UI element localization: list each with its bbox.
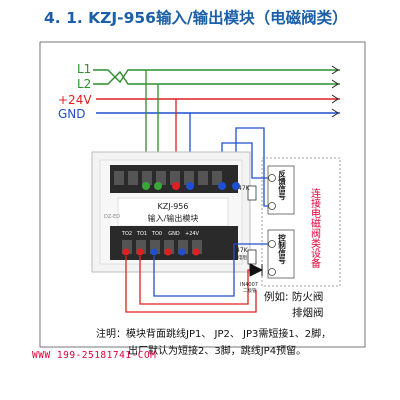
module-name: 输入/输出模块 — [148, 213, 199, 223]
l2-wire — [93, 70, 340, 85]
l1-label: L1 — [77, 62, 91, 76]
resistor-bottom — [247, 249, 257, 265]
diode-sublabel: 二极管 — [243, 287, 257, 294]
l1-wire — [93, 69, 340, 84]
top-terminal-screws — [142, 182, 240, 190]
terminal-label: GND — [168, 231, 180, 237]
terminal-label: +24V — [185, 231, 200, 237]
brand-mark: DZ-ED — [104, 214, 120, 220]
diagram-frame — [39, 41, 366, 348]
example-line-2: 排烟阀 — [292, 306, 324, 319]
plus24v-label: +24V — [58, 93, 92, 107]
terminal-label: TO2 — [121, 231, 132, 237]
gnd-label: GND — [58, 107, 86, 121]
note-line-2: 出厂默认为短接2、3脚，跳线JP4预留。 — [128, 346, 307, 357]
terminal-label: TO1 — [136, 231, 147, 237]
resistor-top-label: 47K — [238, 185, 251, 192]
bottom-terminal-screws — [122, 248, 200, 256]
example-line-1: 例如: 防火阀 — [264, 290, 323, 303]
resistor-bottom-sublabel: 电阻 — [238, 254, 247, 261]
note-line-1: 注明：模块背面跳线JP1、 JP2、 JP3需短接1、2脚， — [96, 329, 332, 340]
diode-icon — [249, 263, 264, 277]
module-model: KZJ-956 — [158, 202, 189, 211]
l2-label: L2 — [77, 77, 91, 91]
resistor-bottom-label: 47K — [236, 247, 249, 254]
terminal-label: TO0 — [151, 231, 162, 237]
diode-label: IN4007 — [240, 282, 258, 288]
feedback-signal-label: 反馈信号 — [277, 169, 286, 202]
terminal-labels: TO2 TO1 TO0 GND +24V — [121, 231, 200, 237]
control-signal-label: 控制信号 — [277, 233, 286, 265]
arrow-icons — [331, 65, 339, 118]
device-side-text: 连接电磁阀类设备 — [309, 187, 321, 269]
footer-contact: WWW 199-25181741-COM — [32, 350, 157, 361]
panel-screws — [268, 174, 276, 276]
device-panel — [261, 157, 341, 287]
page-title: 4. 1. KZJ-956输入/输出模块（电磁阀类） — [44, 9, 348, 27]
resistor-top — [247, 185, 257, 201]
module-body — [91, 151, 251, 273]
